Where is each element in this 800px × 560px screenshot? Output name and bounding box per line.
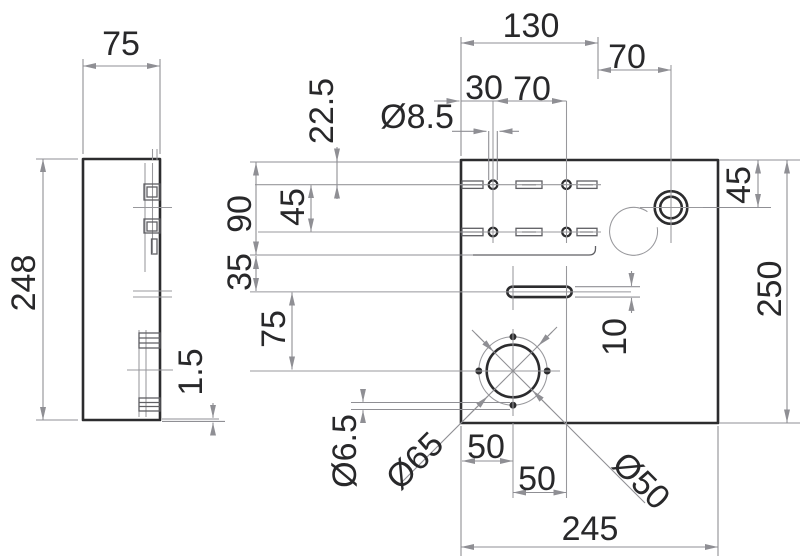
dim-bottom-50-b: 50 (518, 460, 556, 498)
dim-hole-pitch: 70 (513, 70, 551, 108)
dim-right-45: 45 (720, 166, 758, 204)
dimension-lines (40, 40, 790, 550)
side-view (81, 149, 173, 422)
dim-left-75: 75 (255, 310, 293, 348)
dim-hole-offset: 30 (465, 69, 503, 107)
dim-side-height: 248 (5, 254, 43, 312)
dim-top-hole-dia: Ø8.5 (380, 98, 454, 136)
dim-right-height: 250 (751, 260, 789, 318)
front-view (250, 65, 720, 504)
dim-bottom-width: 245 (561, 510, 619, 548)
side-upper-fasteners (143, 183, 161, 255)
dim-top-offset: 70 (608, 38, 646, 76)
recess-edge (473, 246, 597, 256)
dim-left-90: 90 (221, 195, 259, 233)
side-lower-fasteners (138, 332, 161, 412)
dim-bottom-50-a: 50 (467, 428, 505, 466)
dim-left-45: 45 (274, 188, 312, 226)
dim-top-width: 130 (502, 7, 560, 45)
diameter-leaders (399, 326, 646, 504)
dim-left-35: 35 (221, 253, 259, 291)
dim-left-22-5: 22.5 (303, 77, 341, 145)
dim-slot-height: 10 (596, 318, 634, 356)
dim-side-thickness: 1.5 (172, 348, 210, 396)
top-hole-rows (461, 179, 598, 238)
corner-hole (609, 179, 703, 256)
dim-bolt-hole-dia: Ø6.5 (326, 414, 364, 488)
dim-side-width: 75 (102, 25, 140, 63)
